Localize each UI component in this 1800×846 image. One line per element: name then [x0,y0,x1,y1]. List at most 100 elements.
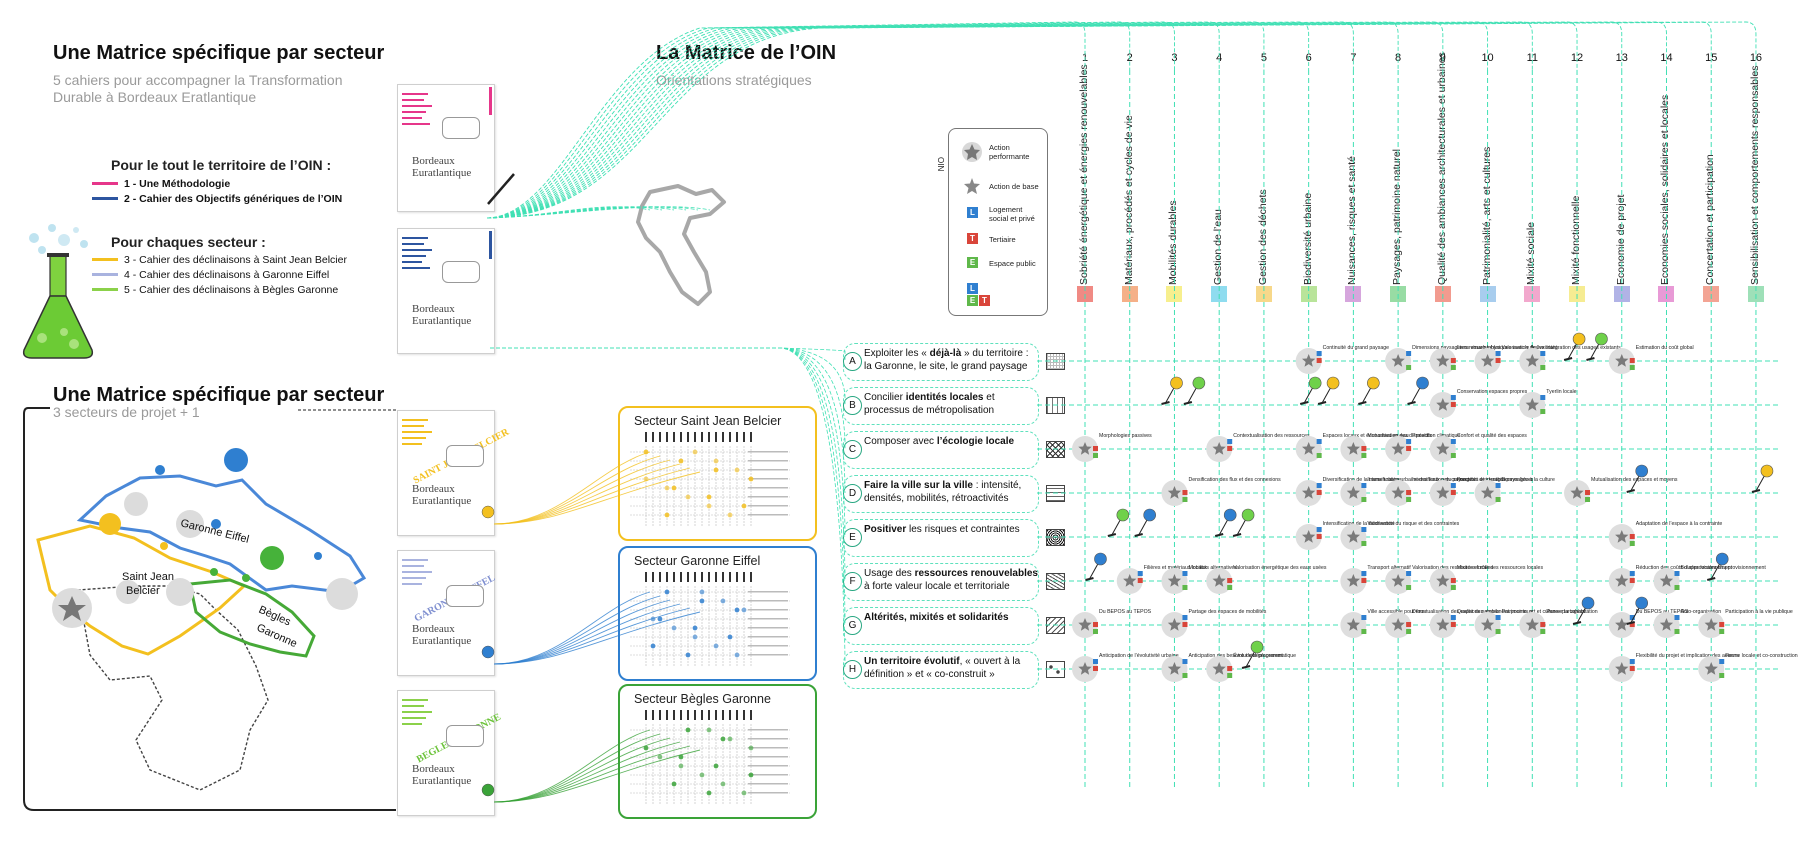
action-type-marker [1316,439,1322,444]
pin-base [1563,357,1573,361]
connector-line [486,21,1310,219]
orientation-text-bold: ressources renouvelables [914,568,1038,579]
action-type-marker [1495,497,1501,502]
action-label: Forme locale et co-construction [1725,653,1797,659]
action-label: Boucles locales d’approvisionnement [1680,565,1766,571]
doc-bars [402,559,432,589]
action-type-marker [1450,622,1456,627]
action-label: Porosités et identités paysagères [1457,477,1534,483]
action-type-marker [1719,659,1725,664]
action-type-marker [1450,483,1456,488]
doc-bubble [446,585,484,607]
objective-number: 4 [1216,52,1223,64]
action-type-marker [1450,365,1456,370]
connector-line [490,347,846,537]
legend-label: Tertiaire [989,235,1016,244]
swatch-green [92,288,118,291]
action-type-marker [1093,453,1098,458]
pin-ball-icon [1572,332,1586,346]
connector-line [490,347,846,405]
connector-line [486,21,1131,219]
sector-title: Secteur Garonne Eiffel [634,554,761,568]
action-type-marker [1406,622,1412,627]
action-type-marker [1719,629,1725,634]
action-label: Contextualisation des ressources [1233,433,1310,439]
action-label: Flexibilité du projet et implication des… [1636,653,1740,659]
pin-base [1626,489,1635,493]
action-star-icon [1436,442,1450,455]
orientation-letter: F [843,572,862,591]
action-type-marker [1629,571,1635,576]
orientation-text-bold: Positiver [864,524,907,535]
action-type-marker [1629,358,1635,363]
action-star-icon [1167,574,1182,587]
action-type-marker [1450,490,1456,495]
orientation-text: Usage des ressources renouvelables à for… [864,567,1039,593]
pin-base [1586,357,1595,361]
orientation-text-bold: l’écologie locale [936,436,1015,447]
action-type-marker [1227,439,1233,444]
orientation-text: Composer avec l’écologie locale [864,435,1039,448]
sector-legend-item: 4 - Cahier des déclinaisons à Garonne Ei… [92,267,347,282]
orientation-letter: A [843,352,862,371]
orientation-text-bold: déjà-là [929,348,962,359]
sector-legend: 3 - Cahier des déclinaisons à Saint Jean… [92,252,347,297]
pin-base [1085,577,1094,581]
action-label: Valorisation de l’existant [1502,345,1558,351]
connector-line [486,21,1175,219]
action-type-marker [1361,629,1367,634]
action-type-marker [1629,365,1635,370]
connector-line [486,21,1667,219]
action-type-marker [1227,585,1233,590]
action-label: Évolutivité programmatique [1233,652,1296,659]
doc-bubble [442,117,480,139]
doc-accent [489,87,492,115]
doc-brand-line1: Bordeaux [412,303,455,315]
action-label: Participation à la vie publique [1725,609,1793,615]
pin-base [1134,533,1143,537]
action-star-icon [1212,442,1226,455]
action-type-marker [1719,673,1725,678]
action-label: Mutualisation des dispositifs [1367,433,1432,439]
pin-ball-icon [1116,508,1130,522]
action-type-marker [1093,666,1098,671]
connector-line [486,21,1757,219]
legend-label: Action de base [989,182,1039,191]
action-type-marker [1450,402,1456,407]
action-label: Démutualisation des espaces naturels [1412,609,1500,615]
action-label: Ville accessible pour tous [1367,609,1426,615]
action-type-marker [1227,578,1233,583]
orientation-text: Exploiter les « déjà-là » du territoire … [864,347,1039,373]
action-label: Morphologies passives [1099,433,1152,439]
connector-line [486,206,711,219]
action-star-icon [1391,618,1405,631]
action-star-icon [1212,662,1226,675]
action-star-icon [1704,618,1718,631]
action-type-marker [1361,541,1367,546]
doc-brand-line2: Euratlantique [412,635,472,647]
doc-bars [402,237,432,273]
orientation-text-bold: identités locales [905,392,984,403]
action-type-marker [1450,578,1456,583]
pin-base [1183,401,1193,405]
action-type-marker [1182,673,1188,678]
star-base-icon [964,178,980,194]
orientation-text-post: , « ouvert à la définition » et « co-con… [864,656,1021,680]
pin-ball-icon [1581,596,1595,610]
pin-ball-icon [1308,376,1322,390]
subtitle-left-bottom: 3 secteurs de projet + 1 [53,404,200,420]
icon-combo-e: E [967,295,978,306]
action-star-icon [1615,530,1629,543]
action-star-icon [1346,618,1360,631]
orientation-text-post: les risques et contraintes [906,524,1020,535]
action-type-marker [1316,351,1322,356]
action-type-marker [1361,571,1367,576]
pin-ball-icon [1367,376,1380,390]
pin-ball-icon [1223,508,1237,522]
action-label: Partage des espaces de mobilités [1188,609,1266,615]
action-label: Espaces locaux et économies en eau [1323,433,1409,439]
